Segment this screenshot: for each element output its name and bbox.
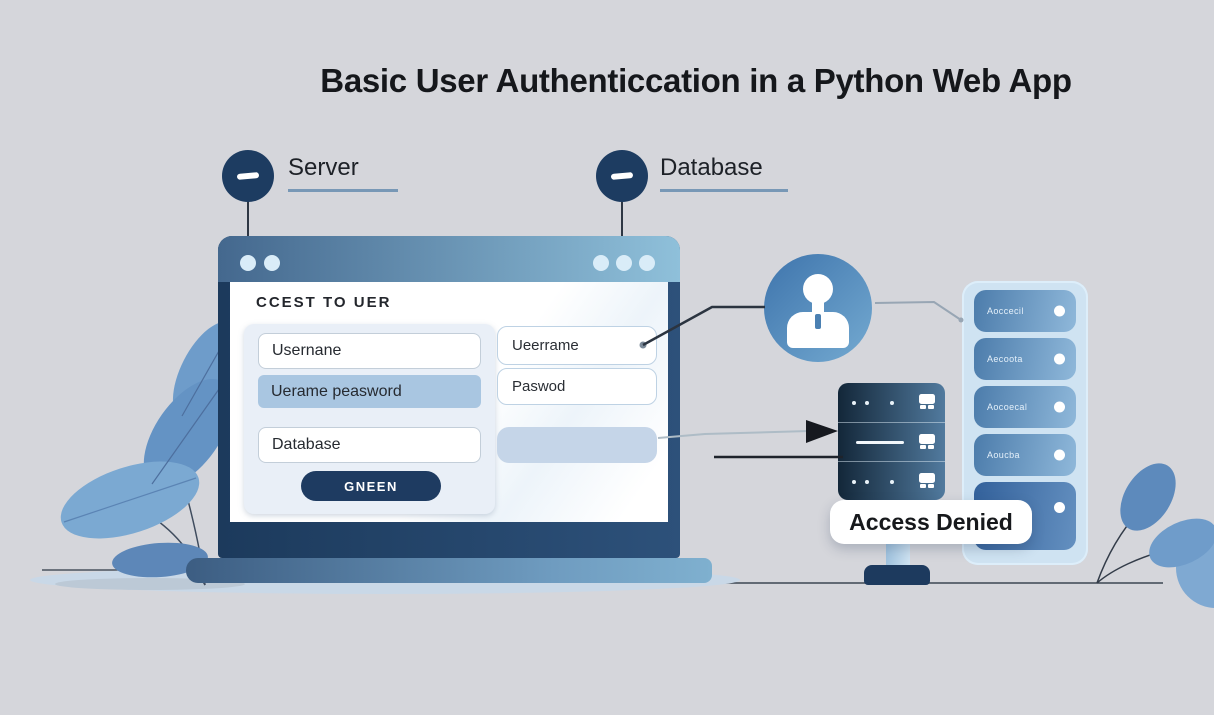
slot-line-icon [856,441,904,444]
side-password-field[interactable]: Paswod [497,368,657,405]
browser-content: CCEST TO UER Usernane Uerame peasword Da… [230,282,668,522]
server-icon [919,394,935,409]
window-dot-icon [616,255,632,271]
leaf-icon [1176,528,1214,608]
tie-icon [815,314,821,329]
leaf-icon [1120,463,1176,531]
arrowhead-icon [806,420,838,443]
laptop-base [186,558,712,583]
pedestal-base [864,565,930,585]
person-icon [803,274,833,304]
submit-button[interactable]: GNEEN [301,471,441,501]
leaf-icon [60,461,200,539]
database-row-label: Aoucba [987,450,1020,460]
leaf-midrib [63,477,197,523]
username-field[interactable]: Usernane [258,333,481,369]
led-dot-icon [865,480,869,484]
database-row: Aocoecal [974,386,1076,428]
dash-icon [236,172,260,180]
person-icon [812,302,824,312]
server-rack-unit [838,383,945,422]
server-node-icon [222,150,274,202]
led-dot-icon [865,401,869,405]
side-username-field[interactable]: Ueerrame [497,326,657,365]
server-rack-unit [838,422,945,461]
server-label: Server [288,154,359,181]
leaf-icon [1149,518,1214,568]
status-dot-icon [1054,305,1065,317]
dash-icon [610,172,634,180]
form-to-rack-line [657,430,810,439]
led-dot-icon [890,480,894,484]
server-underline [288,189,398,192]
server-icon [919,473,935,488]
window-dot-icon [264,255,280,271]
led-dot-icon [890,401,894,405]
server-icon [919,434,935,449]
database-field[interactable]: Database [258,427,481,463]
led-dot-icon [852,480,856,484]
led-dot-icon [852,401,856,405]
password-field[interactable]: Uerame peasword [258,375,481,408]
login-card: Usernane Uerame peasword Database GNEEN [244,324,495,514]
status-dot-icon [1054,449,1065,461]
user-avatar [764,254,872,362]
server-rack-unit [838,461,945,500]
database-row-label: Aoccecil [987,306,1024,316]
laptop-screen: CCEST TO UER Usernane Uerame peasword Da… [218,236,680,558]
form-heading: CCEST TO UER [256,294,392,311]
database-row: Aoucba [974,434,1076,476]
window-dot-icon [593,255,609,271]
user-to-database-line [874,300,962,321]
window-dot-icon [240,255,256,271]
database-node-icon [596,150,648,202]
server-rack [838,383,945,500]
right-plant-stem [1096,509,1141,584]
database-row-label: Aocoecal [987,402,1028,412]
page-title: Basic User Authenticcation in a Python W… [320,62,1072,99]
status-dot-icon [1054,353,1065,365]
database-row-label: Aecoota [987,354,1023,364]
status-dot-icon [1054,502,1065,513]
browser-titlebar [218,236,680,282]
database-label: Database [660,154,763,181]
access-denied-badge: Access Denied [830,500,1032,544]
database-underline [660,189,788,192]
empty-input-bar[interactable] [497,427,657,463]
database-row: Aecoota [974,338,1076,380]
database-row: Aoccecil [974,290,1076,332]
window-dot-icon [639,255,655,271]
leaf-midrib [151,381,225,485]
status-dot-icon [1054,401,1065,413]
right-plant-stem [1096,548,1173,584]
